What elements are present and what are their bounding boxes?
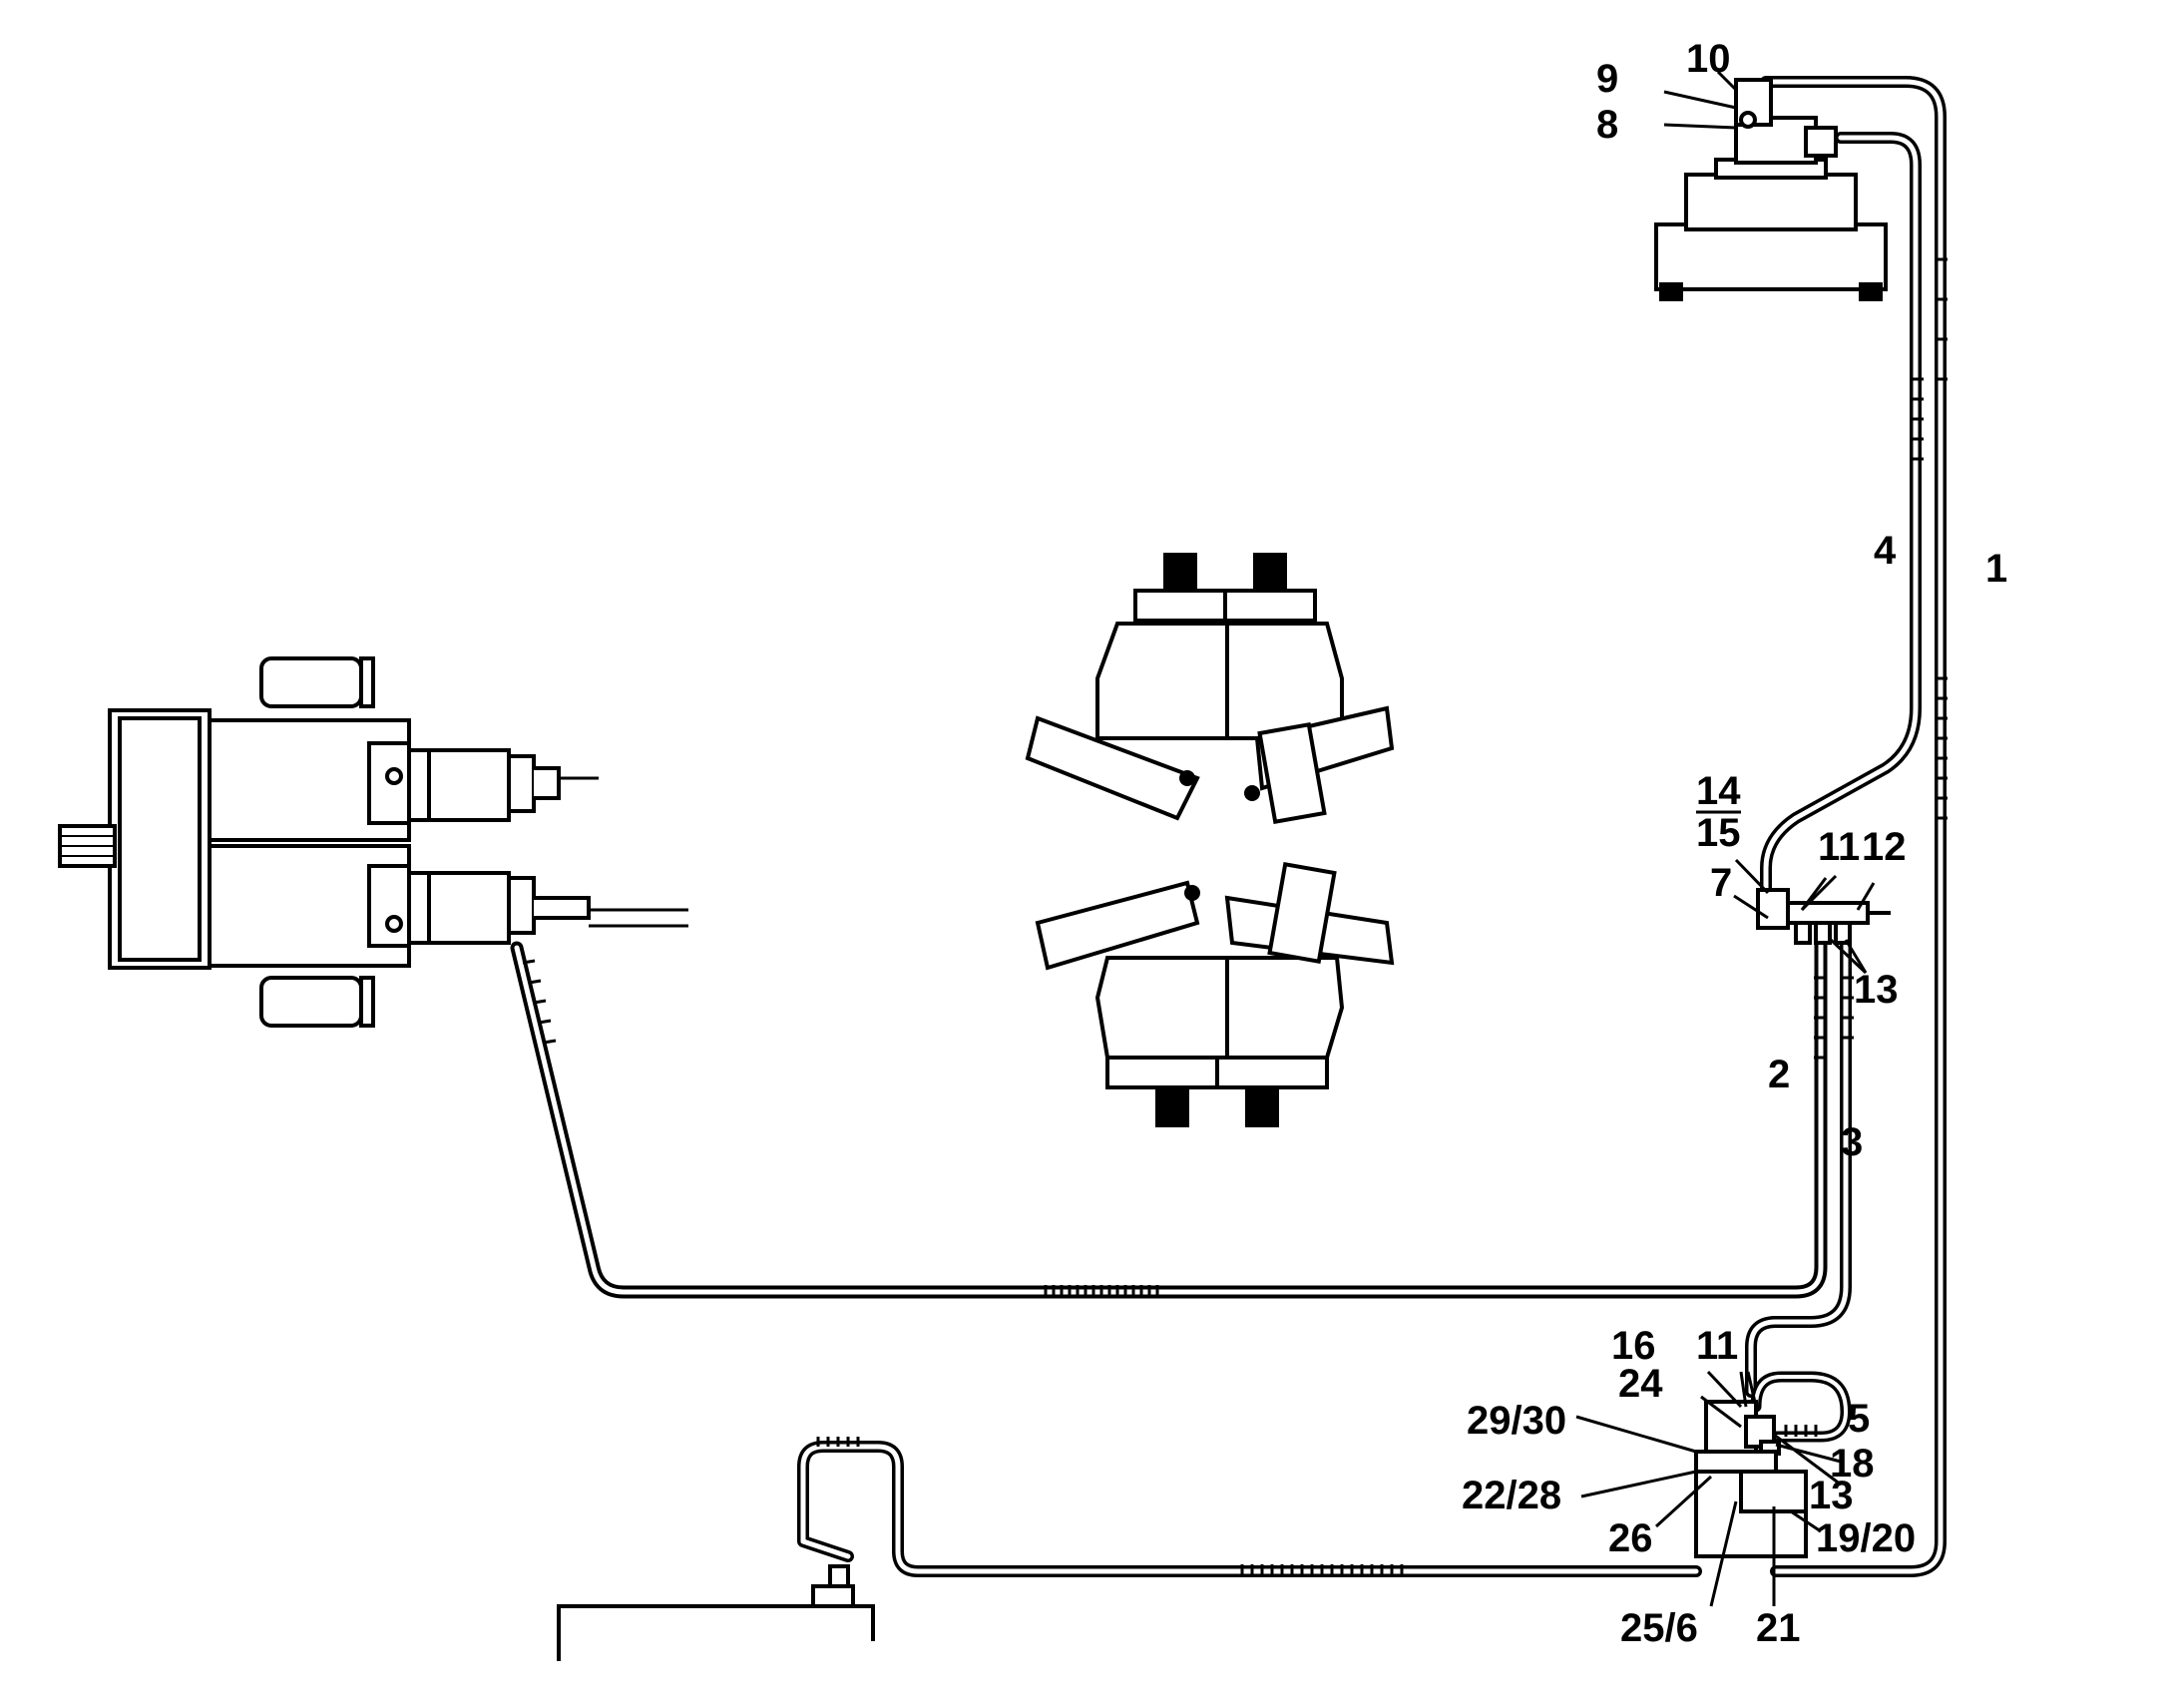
label-1: 1 xyxy=(1985,547,2007,591)
label-4: 4 xyxy=(1874,529,1897,573)
leader-lines xyxy=(1575,70,1876,1607)
label-11-upper: 11 xyxy=(1818,825,1860,869)
label-22-28: 22/28 xyxy=(1462,1474,1561,1517)
mid-valve xyxy=(1756,888,1891,945)
valve-block-bottom xyxy=(1035,862,1395,1127)
label-9: 9 xyxy=(1596,57,1618,101)
label-29-30: 29/30 xyxy=(1467,1399,1566,1443)
pump-assembly xyxy=(58,656,688,1028)
label-7: 7 xyxy=(1710,861,1732,905)
label-3: 3 xyxy=(1841,1120,1863,1164)
label-21: 21 xyxy=(1756,1606,1801,1650)
hose-1 xyxy=(1760,76,1947,1577)
label-11-lower: 11 xyxy=(1696,1324,1738,1368)
return-hose xyxy=(797,1441,1702,1577)
label-14: 14 xyxy=(1696,769,1741,813)
label-5: 5 xyxy=(1848,1397,1870,1441)
label-13-upper: 13 xyxy=(1854,968,1899,1012)
hose-4 xyxy=(1760,132,1922,904)
valve-block-top xyxy=(1025,553,1395,824)
hose-2 xyxy=(510,931,1828,1299)
label-13-lower: 13 xyxy=(1809,1474,1854,1517)
label-10: 10 xyxy=(1686,37,1731,81)
part-labels: 1 2 3 4 5 7 8 9 10 11 11 12 13 13 14 15 … xyxy=(1462,37,2007,1650)
label-24: 24 xyxy=(1618,1362,1663,1406)
hose-5 xyxy=(1750,1371,1852,1443)
label-25-6: 25/6 xyxy=(1620,1606,1698,1650)
hose-hatching xyxy=(522,257,1948,1576)
label-16: 16 xyxy=(1611,1324,1656,1368)
label-26: 26 xyxy=(1608,1516,1653,1560)
label-19-20: 19/20 xyxy=(1816,1516,1916,1560)
label-12: 12 xyxy=(1862,825,1907,869)
label-2: 2 xyxy=(1768,1053,1790,1096)
hose-3 xyxy=(1745,932,1852,1398)
bottom-valve xyxy=(1694,1400,1808,1558)
top-right-unit xyxy=(1654,78,1888,301)
label-18: 18 xyxy=(1830,1442,1875,1486)
tank xyxy=(557,1564,875,1661)
label-8: 8 xyxy=(1596,103,1618,147)
label-15: 15 xyxy=(1696,811,1741,855)
